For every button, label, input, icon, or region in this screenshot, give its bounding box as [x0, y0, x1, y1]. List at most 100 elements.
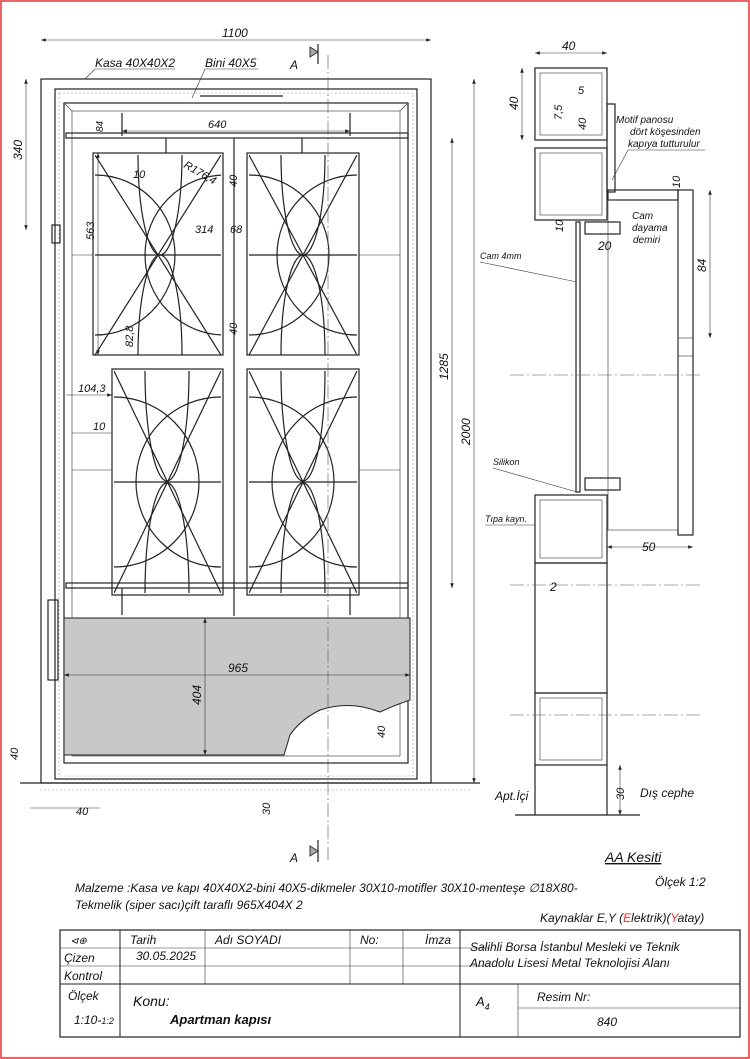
- inside-label: Apt.İçi: [494, 789, 529, 803]
- hinge-bottom: [47, 599, 59, 681]
- dimension-label: 84: [695, 258, 709, 272]
- material-line-2: Tekmelik (siper sacı)çift taraflı 965X40…: [75, 898, 303, 912]
- dimension-label: 40: [376, 725, 388, 738]
- dimension-label: 50: [642, 540, 656, 554]
- drawing-subject: Apartman kapısı: [169, 1012, 272, 1027]
- label-bini: Bini 40X5: [205, 56, 257, 70]
- dimension-label: 40: [228, 322, 240, 335]
- outside-label: Dış cephe: [640, 786, 694, 800]
- section-marker-bottom: A: [289, 851, 298, 865]
- dimension-label: Tarih: [130, 933, 157, 947]
- section-scale: Ölçek 1:2: [655, 875, 706, 889]
- dimension-label: 2000: [459, 418, 473, 446]
- section-title: AA Kesiti: [604, 849, 662, 865]
- dimension-label: 40: [9, 747, 21, 760]
- dimension-label: 404: [190, 685, 204, 705]
- dimension-label: atay): [678, 911, 705, 925]
- motif-panel-bottom-left: [111, 368, 224, 596]
- dimension-label: 1:2: [101, 1016, 114, 1026]
- dimension-label: R176,4: [182, 159, 219, 187]
- dimension-label: 5: [578, 85, 585, 97]
- hinge-top: [51, 224, 61, 244]
- dimension-label: 30: [615, 787, 627, 800]
- dim-width: 1100: [222, 26, 248, 40]
- section-dimensions: 40 40 5 7,5 40 10 10 20 84 50 2 30 Motif…: [479, 39, 712, 889]
- svg-text:A4: A4: [475, 994, 490, 1012]
- material-line-1: Malzeme :Kasa ve kapı 40X40X2-bini 40X5-…: [75, 881, 578, 895]
- door-profile-bottom: [534, 692, 608, 766]
- dimension-label: 84: [95, 120, 106, 132]
- dimension-label: lektrik)(: [631, 911, 672, 925]
- glass-stop: [584, 221, 621, 235]
- dimension-label: E: [623, 911, 632, 925]
- dimension-label: dört köşesinden: [630, 127, 701, 138]
- frame-inner: [54, 88, 418, 780]
- kick-plate: [63, 617, 411, 756]
- dimension-label: 4: [485, 1002, 490, 1012]
- dimension-label: Kaynaklar E,Y (: [540, 911, 625, 925]
- dimension-label: 40: [562, 39, 576, 53]
- glass-stop-label: Cam: [632, 211, 653, 222]
- dimension-label: 82,8: [124, 325, 136, 347]
- welds-note: Kaynaklar E,Y (Elektrik)(Yatay): [540, 911, 704, 925]
- motif-panel-top-right: [246, 152, 360, 356]
- dimension-label: 965: [228, 661, 248, 675]
- bottom-bar: [65, 582, 409, 589]
- dimension-label: 340: [11, 140, 25, 160]
- dimension-label: 10: [671, 175, 683, 188]
- svg-text:1:10-1:2: 1:10-1:2: [74, 1013, 114, 1027]
- dimension-label: 7,5: [553, 104, 565, 120]
- material-notes: Malzeme :Kasa ve kapı 40X40X2-bini 40X5-…: [75, 881, 704, 925]
- dimension-label: 10: [93, 421, 106, 433]
- section-view: [510, 67, 700, 816]
- dimension-label: Adı SOYADI: [214, 933, 282, 947]
- dimension-label: kapıya tutturulur: [628, 139, 700, 150]
- dimension-label: Çizen: [64, 951, 95, 965]
- projection-symbol: ⊲⊕: [70, 936, 87, 947]
- dimension-label: 40: [507, 96, 521, 110]
- dimension-label: Resim Nr:: [537, 990, 590, 1004]
- dimension-label: 10: [133, 169, 146, 181]
- dimension-label: Ölçek: [68, 989, 100, 1003]
- dimension-label: No:: [360, 933, 379, 947]
- dimension-label: Konu:: [133, 993, 170, 1009]
- silicone-label: Silikon: [493, 457, 520, 467]
- door-profile-top: [534, 147, 608, 221]
- dimension-label: 1:10-: [74, 1013, 101, 1027]
- school-name: Salihli Borsa İstanbul Mesleki ve Teknik: [470, 940, 681, 954]
- title-block: ⊲⊕ Tarih Adı SOYADI No: İmza Çizen 30.05…: [59, 929, 741, 1038]
- motif-panel-bottom-right: [246, 368, 360, 596]
- dimension-label: Kontrol: [64, 969, 102, 983]
- dimension-label: 30: [261, 802, 273, 815]
- dimension-label: 20: [597, 239, 612, 253]
- motif-note: Motif panosu: [616, 115, 674, 126]
- frame-profile: [534, 67, 608, 141]
- top-bar: [65, 132, 409, 139]
- dimension-label: 2: [549, 580, 557, 594]
- dimension-label: dayama: [632, 223, 668, 234]
- label-kasa: Kasa 40X40X2: [95, 56, 175, 70]
- front-view: [20, 55, 480, 860]
- dimension-label: 104,3: [78, 383, 106, 395]
- glass: [575, 221, 581, 493]
- dimension-label: 640: [208, 119, 227, 131]
- dimension-label: 10: [554, 219, 566, 232]
- dimension-label: A: [475, 994, 485, 1009]
- section-marker-top: A: [289, 58, 298, 72]
- dimension-label: 1285: [437, 353, 451, 380]
- drawing-number: 840: [597, 1015, 617, 1029]
- dimension-label: 40: [577, 117, 589, 130]
- dimension-label: demiri: [633, 235, 661, 246]
- glass-label: Cam 4mm: [480, 251, 522, 261]
- dimension-label: Anadolu Lisesi Metal Teknolojisi Alanı: [469, 956, 670, 970]
- dimension-label: 314: [195, 224, 213, 236]
- drawing-date: 30.05.2025: [136, 949, 196, 963]
- motif-panel-top-left: [92, 152, 224, 356]
- dimension-label: İmza: [425, 933, 451, 947]
- dimension-label: 40: [228, 174, 240, 187]
- dimension-label: Y: [671, 911, 680, 925]
- dimension-label: 68: [230, 224, 243, 236]
- door-leaf: [63, 102, 409, 764]
